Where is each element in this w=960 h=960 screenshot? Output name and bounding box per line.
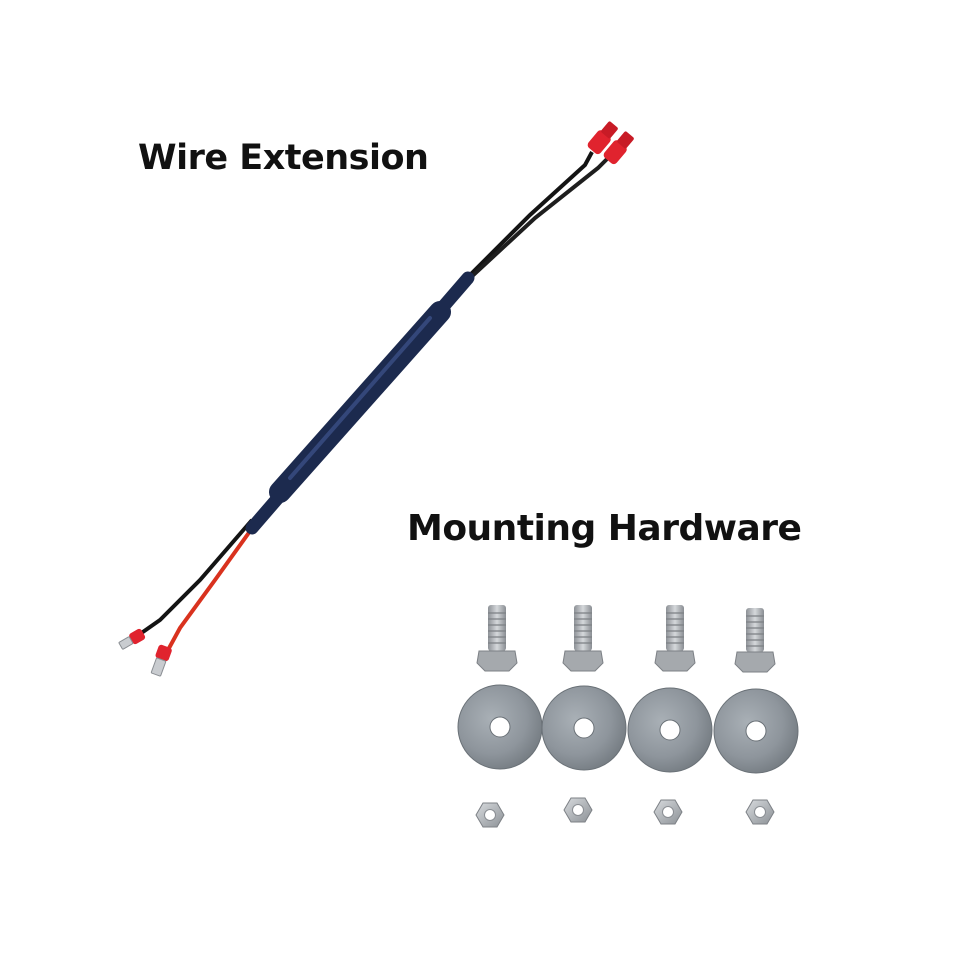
washer	[713, 688, 799, 774]
lower-red-wire	[166, 518, 260, 651]
wire-extension	[118, 121, 634, 677]
sleeve-highlight	[288, 316, 432, 480]
wire-extension-title: Wire Extension	[138, 138, 429, 178]
nut	[563, 797, 593, 823]
washer	[541, 685, 627, 771]
bolt	[562, 605, 604, 672]
mounting-hardware-title: Mounting Hardware	[407, 508, 802, 549]
upper-black-wire-2	[453, 156, 610, 294]
nut	[475, 802, 505, 828]
bolt	[476, 605, 518, 672]
lower-terminal-1	[118, 628, 146, 650]
nut	[745, 799, 775, 825]
lower-terminal-2	[150, 644, 172, 677]
lower-black-wire	[138, 518, 254, 636]
washer	[627, 687, 713, 773]
upper-black-wire	[453, 151, 594, 292]
washer	[457, 684, 543, 770]
upper-terminal-1	[587, 121, 618, 155]
bolt	[654, 605, 696, 672]
nut	[653, 799, 683, 825]
upper-terminal-2	[603, 131, 634, 165]
mounting-hardware	[457, 605, 799, 828]
heat-shrink-sleeve-body	[269, 301, 451, 503]
bolt	[734, 608, 776, 673]
